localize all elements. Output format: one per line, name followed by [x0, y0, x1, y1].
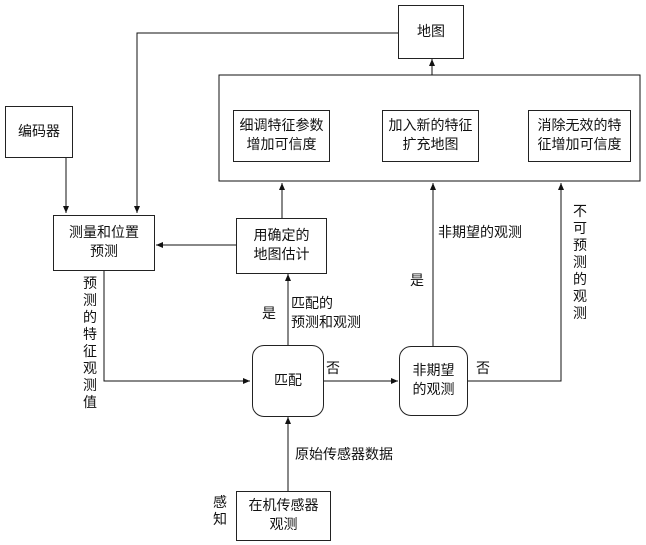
- map-update-group: [218, 74, 641, 182]
- perception-label: 感知: [213, 495, 227, 528]
- map-estimate-box: 用确定的 地图估计: [236, 218, 327, 274]
- fine-tune-box: 细调特征参数 增加可信度: [233, 110, 330, 162]
- predicted-features-label: 预测的特征观测值: [83, 276, 97, 411]
- raw-sensor-data-label: 原始传感器数据: [295, 447, 393, 463]
- unpredictable-obs-label: 不可预测的观测: [573, 204, 587, 322]
- onboard-sensor-box: 在机传感器 观测: [236, 491, 331, 541]
- arrow-map-to-predict: [134, 32, 398, 213]
- unexpected-no-label: 否: [476, 361, 490, 377]
- remove-invalid-box: 消除无效的特 征增加可信度: [528, 110, 631, 162]
- match-yes-label: 是: [262, 306, 276, 322]
- match-node: 匹配: [252, 345, 324, 417]
- match-no-label: 否: [326, 361, 340, 377]
- encoder-box: 编码器: [5, 106, 73, 158]
- matched-pair-label: 匹配的 预测和观测: [291, 296, 361, 331]
- arrow-not-unexpected-to-group: [468, 183, 564, 382]
- map-box: 地图: [398, 5, 464, 59]
- measure-predict-box: 测量和位置 预测: [53, 215, 155, 271]
- unexpected-obs-label: 非期望的观测: [438, 225, 522, 241]
- arrow-predict-to-match: [103, 271, 250, 384]
- add-feature-box: 加入新的特征 扩充地图: [382, 110, 479, 162]
- unexpected-obs-node: 非期望 的观测: [399, 346, 468, 416]
- unexpected-yes-label: 是: [410, 273, 424, 289]
